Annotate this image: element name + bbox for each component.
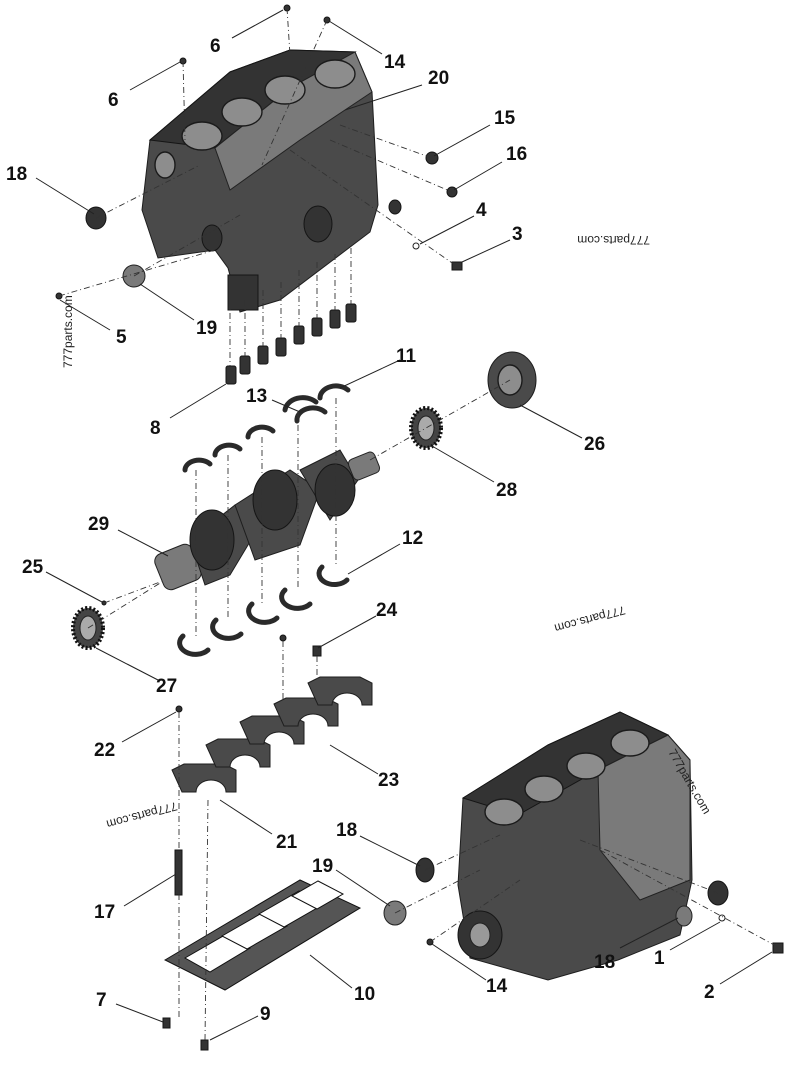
callout-10: 10 xyxy=(354,984,375,1005)
callout-18a: 18 xyxy=(6,164,27,185)
plug-2 xyxy=(772,942,784,954)
plug-3 xyxy=(451,261,463,271)
callout-20: 20 xyxy=(428,68,449,89)
seal-26 xyxy=(487,351,537,409)
callout-3: 3 xyxy=(512,224,523,245)
callout-25: 25 xyxy=(22,557,44,578)
callout-16: 16 xyxy=(506,144,527,165)
callout-7: 7 xyxy=(96,990,107,1011)
callout-9: 9 xyxy=(260,1004,271,1025)
ring-1 xyxy=(718,914,726,922)
bolt-9 xyxy=(200,1039,209,1051)
callout-6a: 6 xyxy=(210,36,221,57)
callout-26: 26 xyxy=(584,434,605,455)
callout-11: 11 xyxy=(396,346,417,367)
callout-14b: 14 xyxy=(486,976,508,997)
callout-23: 23 xyxy=(378,770,399,791)
main-bolts-8 xyxy=(225,303,357,385)
callout-22: 22 xyxy=(94,740,115,761)
callout-labels: 6 14 6 20 15 16 18 4 3 5 19 8 11 13 26 2… xyxy=(6,36,715,1025)
main-bearing-caps-21-23 xyxy=(171,634,373,793)
callout-21: 21 xyxy=(276,832,298,853)
callout-14a: 14 xyxy=(384,52,406,73)
callout-19b: 19 xyxy=(312,856,333,877)
callout-6b: 6 xyxy=(108,90,119,111)
bolt-17 xyxy=(174,849,183,896)
engine-block-lower xyxy=(457,711,693,981)
watermark-1: 777parts.com xyxy=(577,233,650,247)
callout-2: 2 xyxy=(704,982,715,1003)
bolt-7 xyxy=(162,1017,171,1029)
watermark-4: 777parts.com xyxy=(105,799,179,831)
callout-19a: 19 xyxy=(196,318,217,339)
bearing-shells-upper xyxy=(182,383,351,473)
leader-lines xyxy=(35,7,777,1041)
bearing-shells-lower xyxy=(177,564,350,657)
callout-8: 8 xyxy=(150,418,161,439)
callout-1: 1 xyxy=(654,948,665,969)
callout-27: 27 xyxy=(156,676,177,697)
callout-5: 5 xyxy=(116,327,127,348)
engine-block-upper xyxy=(141,49,379,313)
plug-15 xyxy=(425,151,439,165)
bracket-10 xyxy=(163,879,362,991)
callout-28: 28 xyxy=(496,480,517,501)
callout-18b: 18 xyxy=(336,820,357,841)
callout-17: 17 xyxy=(94,902,115,923)
callout-15: 15 xyxy=(494,108,516,129)
callout-24: 24 xyxy=(376,600,398,621)
ring-4 xyxy=(412,242,420,250)
callout-29: 29 xyxy=(88,514,109,535)
watermark-3: 777parts.com xyxy=(553,603,627,635)
gear-28 xyxy=(409,406,443,450)
crankshaft-29 xyxy=(154,449,381,591)
callout-4: 4 xyxy=(476,200,487,221)
callout-18c: 18 xyxy=(594,952,615,973)
callout-12: 12 xyxy=(402,528,423,549)
callout-13: 13 xyxy=(246,386,267,407)
watermark-2: 777parts.com xyxy=(61,295,75,368)
